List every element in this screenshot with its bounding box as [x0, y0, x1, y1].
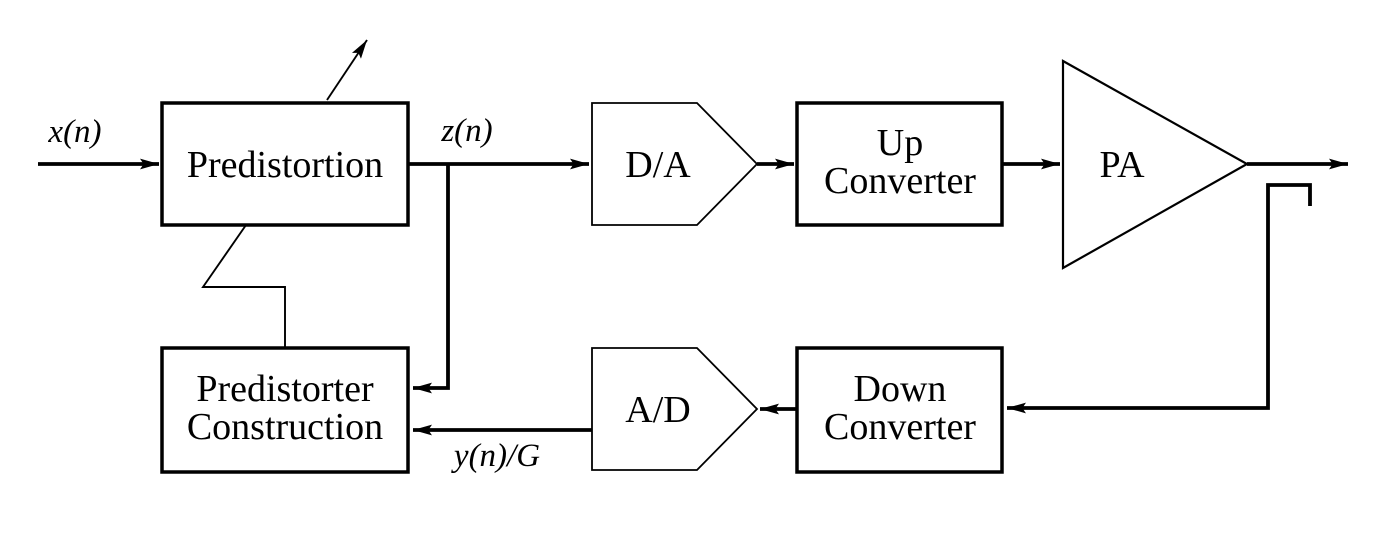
predistortion-box: [160, 101, 410, 227]
predistorter-construction-label-line2: Construction: [187, 406, 383, 448]
input-signal-label: x(n): [47, 114, 101, 150]
up-converter-box: [795, 101, 1004, 227]
down-converter-block: Down Converter: [795, 346, 1004, 474]
pa-block: PA: [1061, 59, 1250, 270]
z-feedback-branch-arrow: [413, 164, 450, 394]
up-converter-label-line2: Converter: [824, 160, 976, 202]
pa-label: PA: [1099, 144, 1145, 186]
predistortion-block: Predistortion: [160, 101, 410, 227]
adaptation-control-line: [201, 224, 286, 348]
predistorter-construction-label-line1: Predistorter: [196, 368, 374, 410]
predistorted-signal-label: z(n): [440, 113, 492, 149]
feedback-signal-label: y(n)/G: [451, 438, 540, 474]
pa-amplifier-triangle: [1061, 59, 1250, 270]
da-label: D/A: [625, 144, 691, 186]
ad-label: A/D: [625, 389, 690, 431]
ad-converter-block: A/D: [591, 347, 759, 471]
da-pentagon: [591, 102, 759, 226]
feedback-coupler-path: [1007, 183, 1312, 414]
predistorter-construction-block: Predistorter Construction: [160, 346, 410, 474]
predistortion-label: Predistortion: [187, 144, 383, 186]
da-converter-block: D/A: [591, 102, 759, 226]
up-converter-label-line1: Up: [877, 122, 923, 164]
adaptation-arrow: [326, 39, 368, 101]
ad-pentagon: [591, 347, 759, 471]
down-converter-label-line2: Converter: [824, 406, 976, 448]
predistorter-construction-box: [160, 346, 410, 474]
down-converter-label-line1: Down: [854, 368, 947, 410]
down-converter-box: [795, 346, 1004, 474]
up-converter-block: Up Converter: [795, 101, 1004, 227]
